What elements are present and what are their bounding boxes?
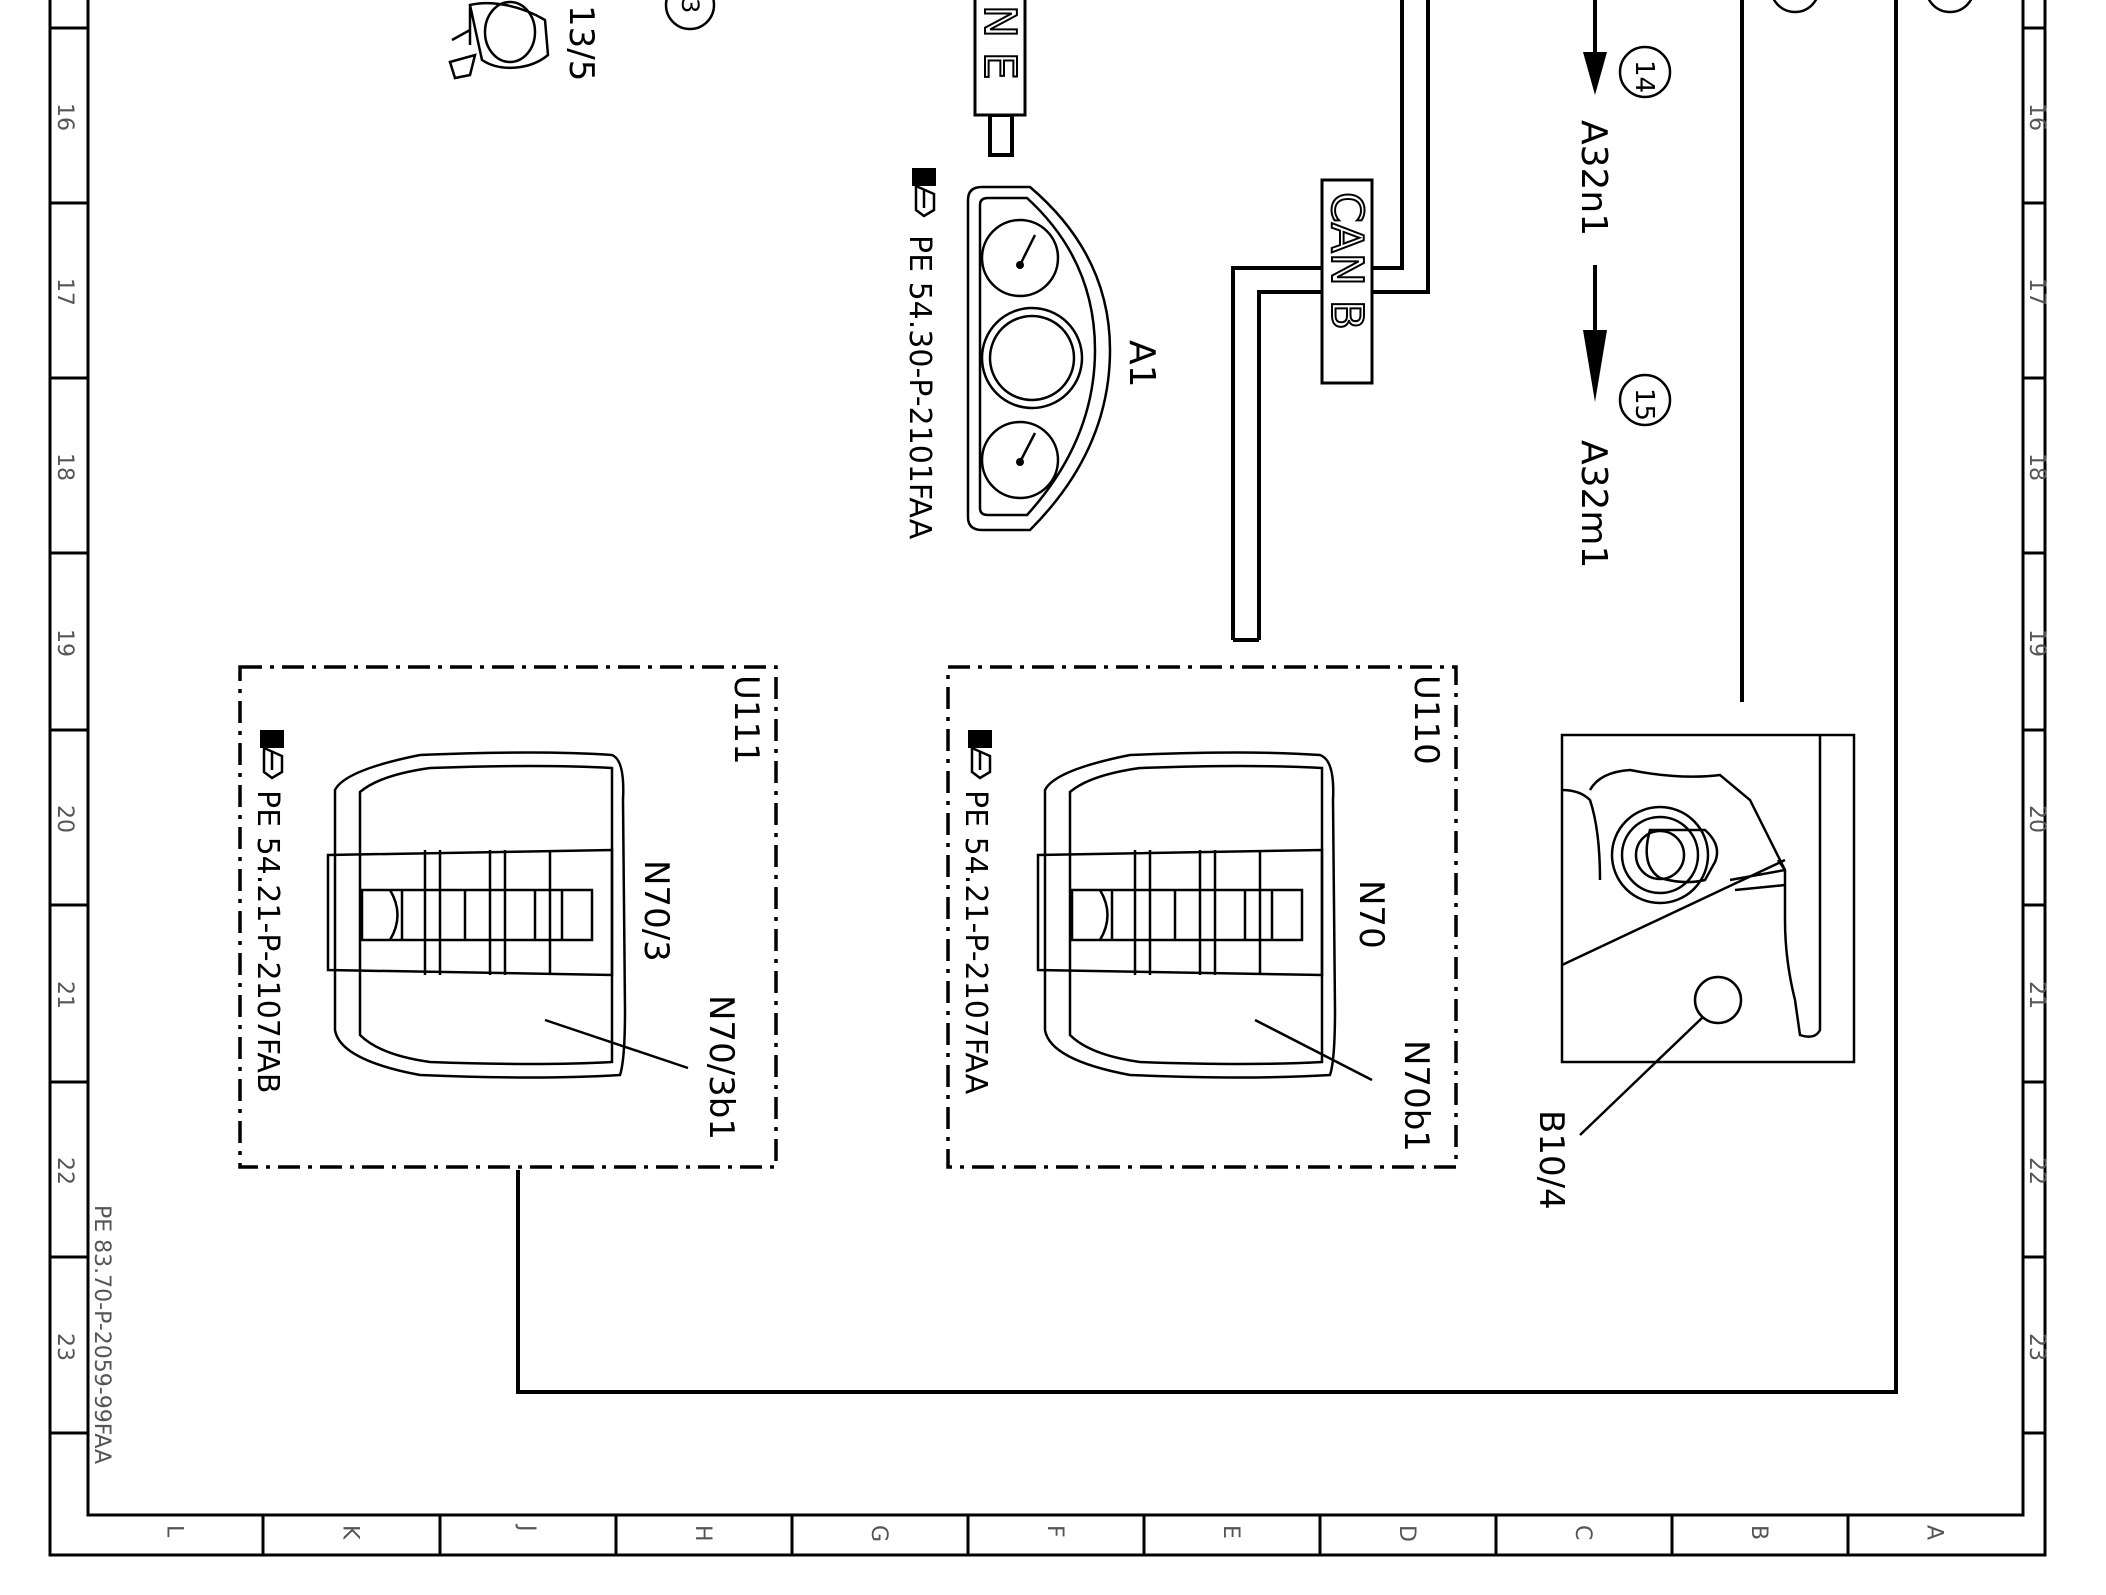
connection-14-number: 14 (1629, 60, 1659, 93)
connection-14: 14 A32n1 (1573, 45, 1672, 236)
column-letter: D (1394, 1525, 1419, 1542)
row-number-left: 19 (52, 629, 77, 657)
u110-part-label: N70 (1351, 880, 1391, 949)
a1-ref: PE 54.30-P-2101FAA (902, 235, 937, 540)
row-number-right: 23 (2024, 1333, 2049, 1361)
u111-ref: PE 54.21-P-2107FAB (250, 790, 285, 1094)
row-number-right: 20 (2024, 805, 2049, 833)
part-13-5: 13/5 (448, 0, 601, 81)
u110-label: U110 (1406, 675, 1446, 765)
reference-hand-icon (968, 730, 992, 780)
part-13-5-label: 13/5 (561, 5, 601, 81)
connection-15-target: A32m1 (1573, 440, 1614, 568)
partial-circle-number: 3 (676, 0, 704, 13)
column-letter: B (1746, 1525, 1771, 1540)
row-number-left: 22 (52, 1157, 77, 1185)
u111-leader-line (544, 1018, 689, 1070)
column-letter: A (1922, 1525, 1947, 1540)
drawing-id: PE 83.70-P-2059-99FAA (89, 1205, 114, 1464)
u110-part-sub-label: N70b1 (1396, 1040, 1436, 1152)
row-number-left: 23 (52, 1333, 77, 1361)
row-number-left: 17 (52, 278, 77, 306)
row-number-right: 18 (2024, 453, 2049, 481)
row-number-right: 22 (2024, 1157, 2049, 1185)
outer-frame (48, 0, 2047, 1557)
u111-part-label: N70/3 (636, 860, 676, 962)
right-row-ruler (2023, 26, 2045, 1435)
reference-hand-icon (912, 168, 936, 218)
column-letter: C (1570, 1525, 1595, 1540)
row-number-right: 17 (2024, 278, 2049, 306)
column-letter: J (514, 1523, 539, 1532)
row-number-left: 16 (52, 103, 77, 131)
column-letter: E (1218, 1525, 1243, 1539)
column-letter: F (1042, 1525, 1067, 1538)
can-b-text: CAN B (1321, 192, 1372, 330)
partial-circle-3 (664, 0, 716, 31)
a1-instrument-cluster: A1 PE 54.30-P-2101FAA (902, 168, 1162, 540)
row-number-right: 21 (2024, 981, 2049, 1009)
b10-4-label: B10/4 (1531, 1110, 1571, 1210)
b10-4-sensor-detail: B10/4 (1531, 733, 1856, 1210)
connection-15: 15 A32m1 (1573, 373, 1672, 568)
row-number-left: 20 (52, 805, 77, 833)
can-e-bus-label: N E (973, 0, 1027, 117)
u111-label: U111 (726, 675, 766, 765)
u110-box: U110 N70 N70b1 PE 54.21-P-2107FAA (946, 665, 1458, 1169)
wires (516, 0, 1898, 1394)
row-number-right: 16 (2024, 103, 2049, 131)
u110-leader-line (1254, 1018, 1373, 1082)
u111-switch-module (326, 751, 627, 1079)
connection-15-number: 15 (1629, 388, 1659, 421)
left-row-ruler (50, 26, 88, 1435)
connection-14-target: A32n1 (1573, 120, 1614, 236)
partial-circle-1 (1772, 0, 1818, 14)
can-b-bus-label: CAN B (1320, 178, 1374, 385)
u110-switch-module (1036, 751, 1337, 1079)
bottom-column-ruler (88, 1513, 2023, 1555)
row-number-right: 19 (2024, 629, 2049, 657)
a1-label: A1 (1121, 340, 1162, 388)
u110-ref: PE 54.21-P-2107FAA (958, 790, 993, 1095)
row-number-left: 18 (52, 453, 77, 481)
row-number-left: 21 (52, 981, 77, 1009)
column-letter: G (866, 1525, 891, 1542)
column-letter: K (338, 1525, 363, 1540)
can-e-text: N E (974, 5, 1025, 80)
column-letter: L (162, 1525, 187, 1538)
column-letter: H (690, 1525, 715, 1542)
u111-box: U111 N70/3 N70/3b1 PE 54.21-P-2107FAB (238, 665, 778, 1169)
u111-part-sub-label: N70/3b1 (701, 995, 741, 1140)
reference-hand-icon (260, 730, 284, 780)
partial-circle-2 (1927, 0, 1973, 14)
